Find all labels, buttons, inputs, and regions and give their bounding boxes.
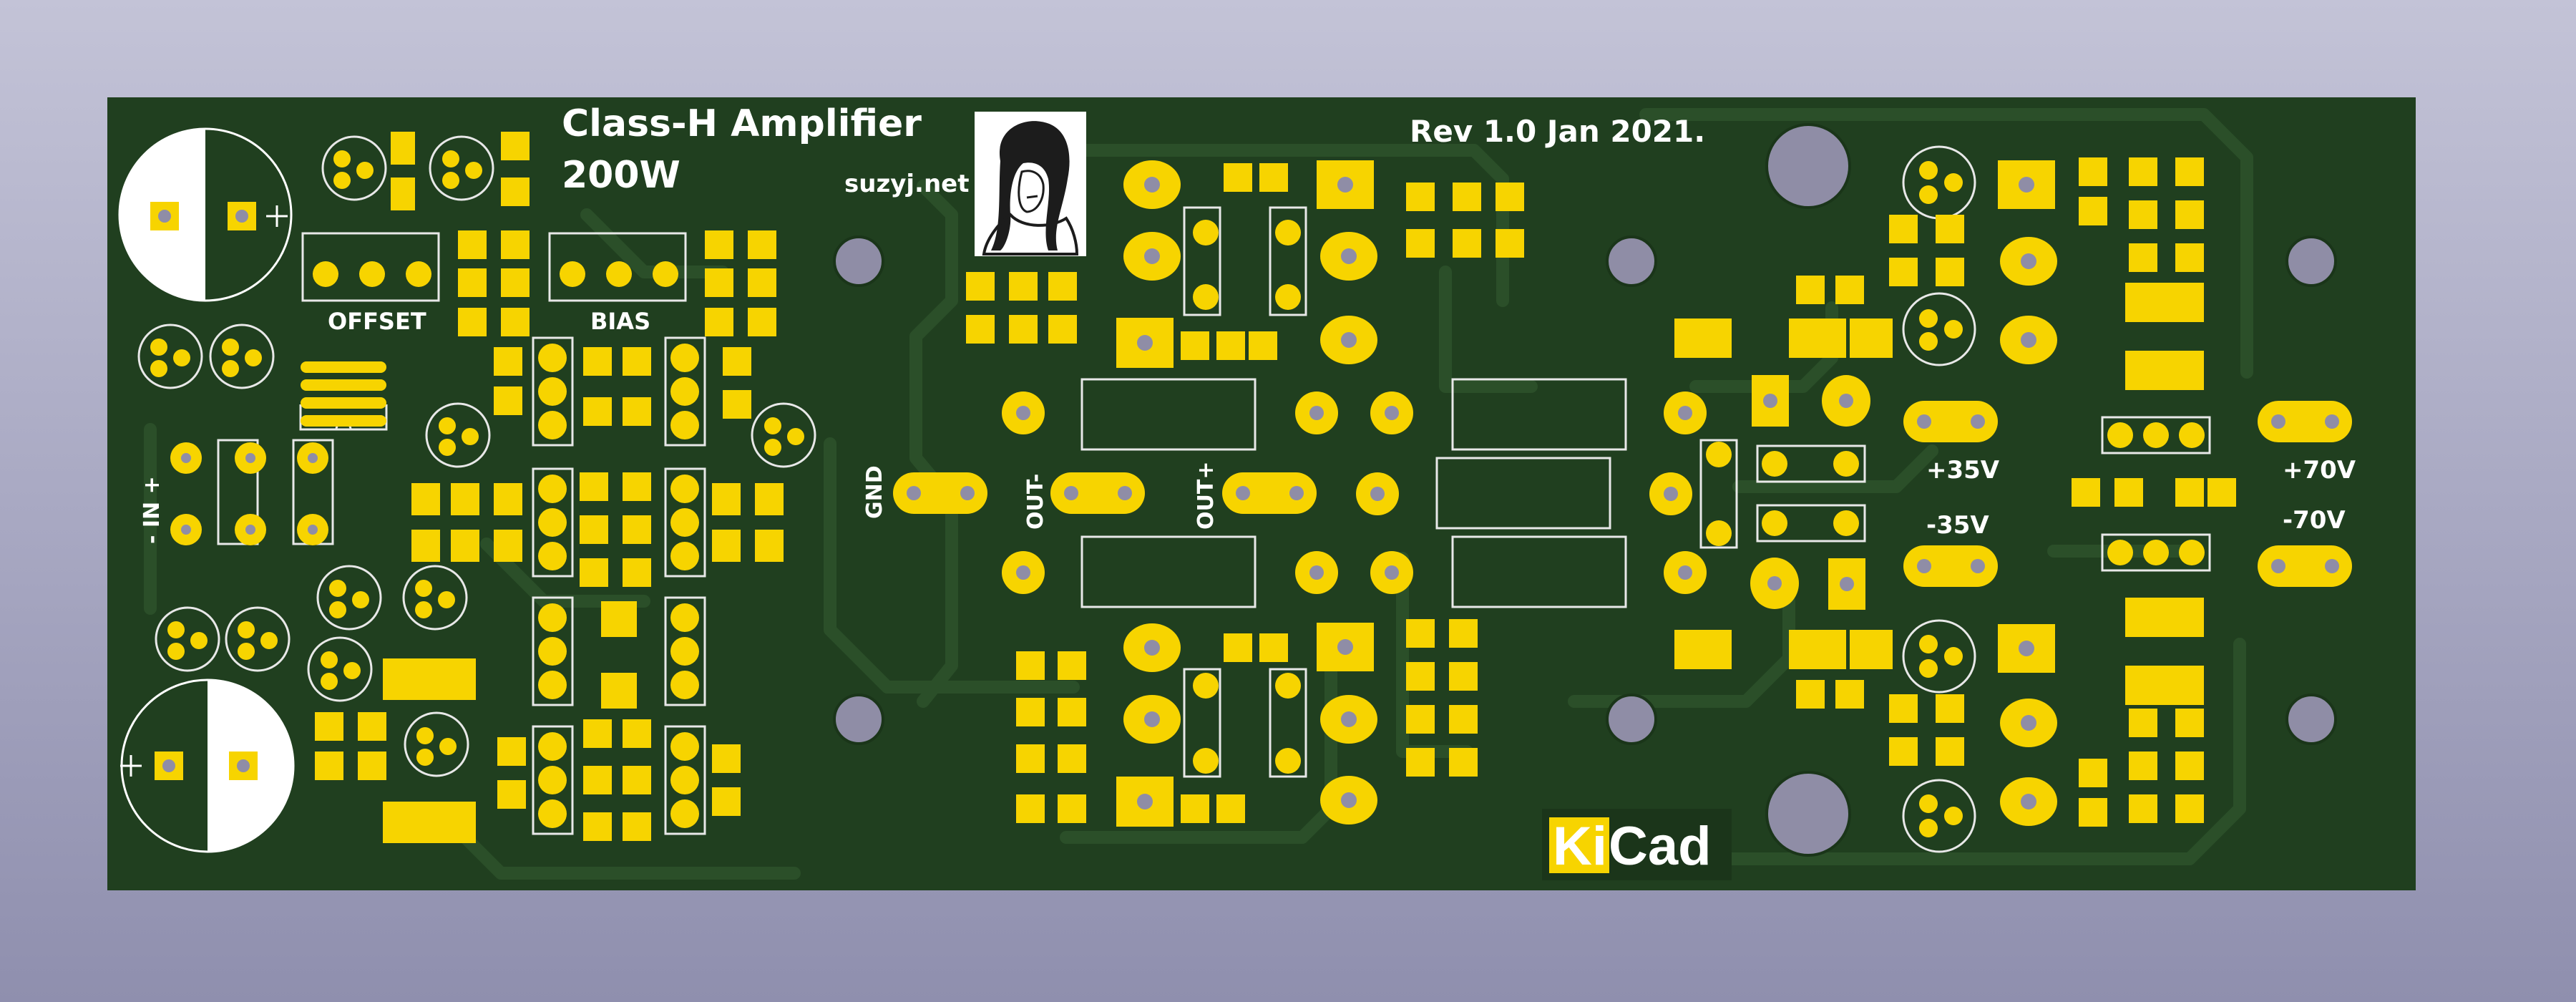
gnd-label: GND xyxy=(862,465,887,519)
electrolytic-capacitor-bottom xyxy=(120,678,295,853)
smd-pads xyxy=(315,132,2236,843)
drill-holes xyxy=(181,177,2339,809)
mounting-holes xyxy=(833,123,2337,857)
power-terminals xyxy=(893,401,2352,587)
silkscreen-text: Class-H Amplifier 200W suzyj.net Rev 1.0… xyxy=(140,102,2356,544)
out-plus-label: OUT+ xyxy=(1194,462,1219,530)
plus70-label: +70V xyxy=(2283,456,2356,485)
revision-text: Rev 1.0 Jan 2021. xyxy=(1410,114,1705,149)
silkscreen-outlines xyxy=(137,135,2211,853)
to92-pads xyxy=(150,150,1963,837)
out-minus-label: OUT- xyxy=(1023,474,1048,530)
offset-label: OFFSET xyxy=(328,308,426,335)
kicad-logo-ki: Ki xyxy=(1553,816,1607,877)
bias-label: BIAS xyxy=(590,308,650,335)
copper-traces xyxy=(144,108,2253,880)
soic-chip xyxy=(301,361,386,427)
kicad-logo-cad: Cad xyxy=(1609,816,1712,877)
header-pins xyxy=(538,344,699,828)
plus35-label: +35V xyxy=(1926,456,2000,485)
minus70-label: -70V xyxy=(2283,506,2346,535)
board-title-line1: Class-H Amplifier xyxy=(562,102,922,145)
electrolytic-capacitor-top xyxy=(118,127,293,302)
portrait-logo xyxy=(975,112,1086,256)
minus35-label: -35V xyxy=(1926,511,1989,540)
website-text: suzyj.net xyxy=(844,170,969,198)
kicad-logo: Ki Cad xyxy=(1542,809,1732,880)
in-label: - IN + xyxy=(140,476,165,544)
board-title-line2: 200W xyxy=(562,154,680,197)
